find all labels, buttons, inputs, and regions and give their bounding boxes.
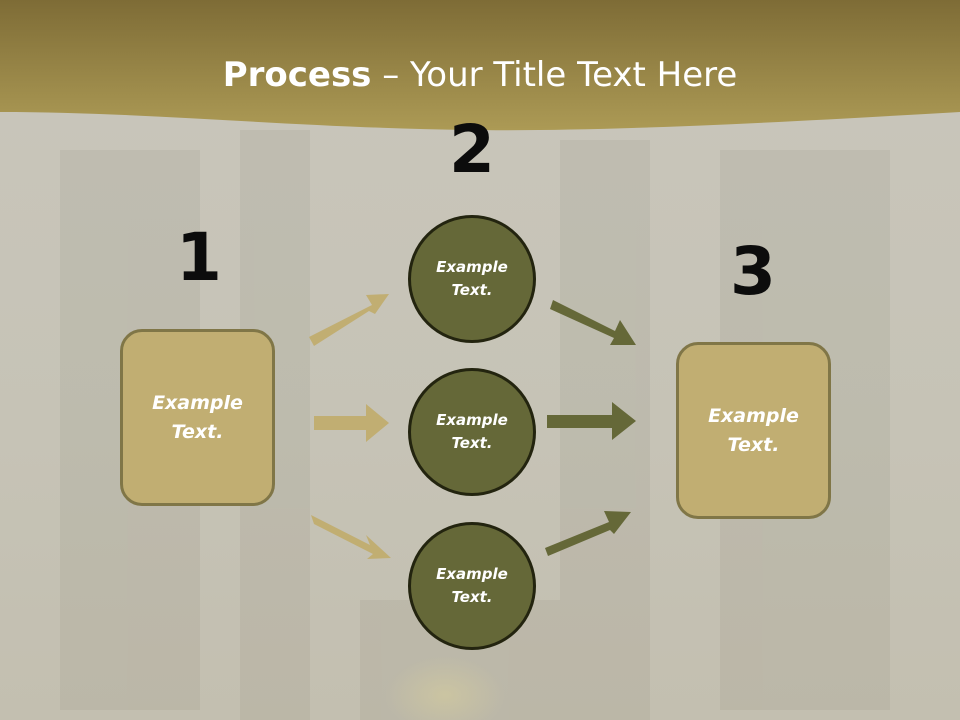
step-2-circle-2: Example Text. [408, 368, 536, 496]
step-2-circle-2-line1: Example [436, 411, 508, 429]
arrow-circle3-to-box3 [545, 511, 631, 556]
step-1-box-line1: Example [152, 391, 243, 414]
step-2-circle-3: Example Text. [408, 522, 536, 650]
step-2-circle-3-line1: Example [436, 565, 508, 583]
arrow-circle1-to-box3 [550, 300, 636, 345]
slide-title-rest: – Your Title Text Here [371, 55, 738, 95]
arrow-box1-to-circle3 [311, 515, 391, 559]
step-3-box-line2: Text. [727, 433, 780, 456]
background-light-glow [385, 655, 505, 720]
step-1-box: Example Text. [120, 329, 275, 506]
step-2-circle-3-line2: Text. [451, 588, 493, 606]
arrow-box1-to-circle2 [314, 404, 389, 442]
slide-title-bold: Process [222, 55, 372, 95]
step-2-circle-1-line2: Text. [451, 281, 493, 299]
step-3-box-line1: Example [708, 404, 799, 427]
step-number-1: 1 [176, 219, 222, 296]
arrow-box1-to-circle1 [309, 294, 389, 346]
step-3-box: Example Text. [676, 342, 831, 519]
step-2-circle-2-line2: Text. [451, 434, 493, 452]
arrow-circle2-to-box3 [547, 402, 636, 440]
step-2-circle-1: Example Text. [408, 215, 536, 343]
step-number-2: 2 [449, 111, 495, 188]
slide-title: Process – Your Title Text Here [0, 52, 960, 98]
step-2-circle-1-line1: Example [436, 258, 508, 276]
step-1-box-line2: Text. [171, 420, 224, 443]
step-number-3: 3 [730, 233, 776, 310]
header-band [0, 0, 960, 131]
